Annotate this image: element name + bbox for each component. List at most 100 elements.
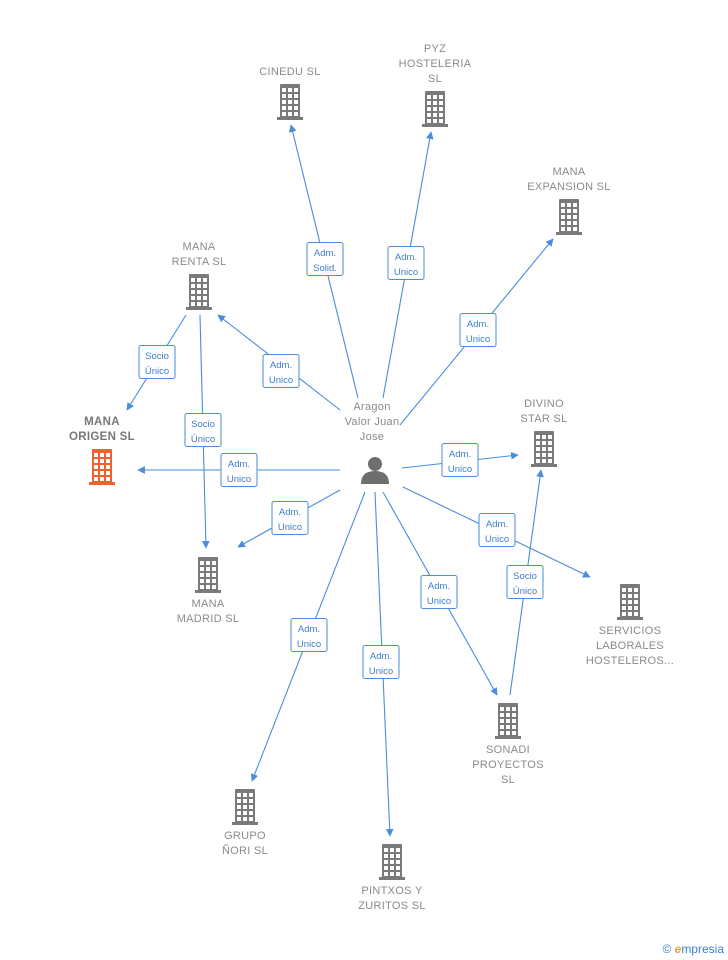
edge-label-frame [506,565,544,599]
company-node-servicios[interactable]: SERVICIOSLABORALESHOSTELEROS... [586,584,674,667]
edge-person-divino: Adm. Unico [401,443,519,477]
node-label-line: EXPANSION SL [527,181,610,193]
edge-label-box[interactable]: Adm. Unico [362,645,400,679]
building-icon [495,703,521,739]
node-label-line: SONADI [486,744,530,756]
node-label-line: STAR SL [520,413,567,425]
node-label-line: MANA [84,416,120,428]
company-node-pintxos[interactable]: PINTXOS Y ZURITOS SL [358,844,426,912]
person-icon [361,457,389,484]
edge-label-text: Adm. [298,624,320,635]
edge-label-box[interactable]: Adm. Unico [441,443,479,477]
edge-label-text: Socio [191,419,215,430]
edge-label-box[interactable]: Adm. Unico [420,575,458,609]
edge-label-box[interactable]: Adm. Unico [290,618,328,652]
brand-initial: e [674,942,682,956]
edge-label-box[interactable]: Adm. Unico [459,313,497,347]
edge-label-box[interactable]: Adm. Unico [262,354,300,388]
node-label-line: PYZ [424,43,446,55]
node-label-line: SL [428,73,442,85]
building-icon [89,449,115,485]
brand-footer: © empresia [662,942,724,956]
edge-label-text: Socio [145,351,169,362]
edge-label-text: Adm. [228,459,250,470]
edge-label-frame [459,313,497,347]
edge-label-text: Unico [369,666,393,677]
node-label-line: Aragon [353,401,390,413]
edge-person-origen: Adm.Unico [137,453,340,487]
edge-label-text: Adm. [428,581,450,592]
edge-person-pintxos: Adm. Unico [362,491,400,837]
node-label-line: HOSTELERIA [399,58,472,70]
edge-label-text: Adm. [314,248,336,259]
edge-label-text: Unico [269,375,293,386]
edge-label-frame [441,443,479,477]
copyright-symbol: © [662,942,672,956]
node-label-line: LABORALES [596,640,664,652]
edge-label-text: Único [513,586,537,597]
edge-label-box[interactable]: Adm.Solid. [306,242,344,276]
edge-label-text: Unico [297,639,321,650]
edge-label-frame [262,354,300,388]
edge-label-frame [478,513,516,547]
edge-label-text: Unico [278,522,302,533]
node-label-line: MADRID SL [177,613,240,625]
edge-label-text: Unico [448,464,472,475]
node-label-line: SL [501,774,515,786]
node-label-line: PROYECTOS [472,759,544,771]
edge-label-text: Unico [466,334,490,345]
edge-person-pyz: Adm.Unico [382,131,434,399]
company-node-pyz[interactable]: PYZ HOSTELERIA SL [399,43,472,127]
brand-name: mpresia [681,942,724,956]
edge-label-text: Adm. [449,449,471,460]
node-label-line: MANA [553,166,586,178]
edge-label-frame [271,501,309,535]
edge-label-box[interactable]: Adm. Unico [271,501,309,535]
company-node-cinedu[interactable]: CINEDU SL [259,66,320,120]
building-icon [379,844,405,880]
edge-label-box[interactable]: Adm.Unico [387,246,425,280]
edge-label-text: Adm. [279,507,301,518]
edge-label-box[interactable]: Adm.Unico [478,513,516,547]
building-icon [556,199,582,235]
node-label-line: ZURITOS SL [358,900,426,912]
building-icon [531,431,557,467]
edge-label-text: Unico [427,596,451,607]
company-node-sonadi[interactable]: SONADI PROYECTOS SL [472,703,544,786]
building-icon [195,557,221,593]
edge-person-servicios: Adm.Unico [402,486,591,578]
company-node-expansion[interactable]: MANA EXPANSION SL [527,166,610,235]
edge-label-box[interactable]: Adm.Unico [220,453,258,487]
node-label-line: CINEDU SL [259,66,320,78]
node-label-line: SERVICIOS [599,625,661,637]
edge-label-text: Adm. [467,319,489,330]
node-label-line: MANA [183,241,216,253]
edges-layer: Adm.Solid.Adm.UnicoAdm.UnicoAdm.UnicoAdm… [126,124,591,837]
edge-label-text: Adm. [370,651,392,662]
edge-label-text: Adm. [486,519,508,530]
node-label-line: PINTXOS Y [361,885,423,897]
edge-label-text: Adm. [270,360,292,371]
node-label-line: Valor Juan [345,416,400,428]
edge-label-frame [420,575,458,609]
building-icon [422,91,448,127]
edge-label-text: Unico [394,267,418,278]
node-label-line: Jose [360,431,384,443]
edge-label-frame [306,242,344,276]
building-icon [232,789,258,825]
edge-label-frame [362,645,400,679]
edge-person-cinedu: Adm.Solid. [288,124,359,399]
edge-person-renta: Adm. Unico [217,314,341,411]
